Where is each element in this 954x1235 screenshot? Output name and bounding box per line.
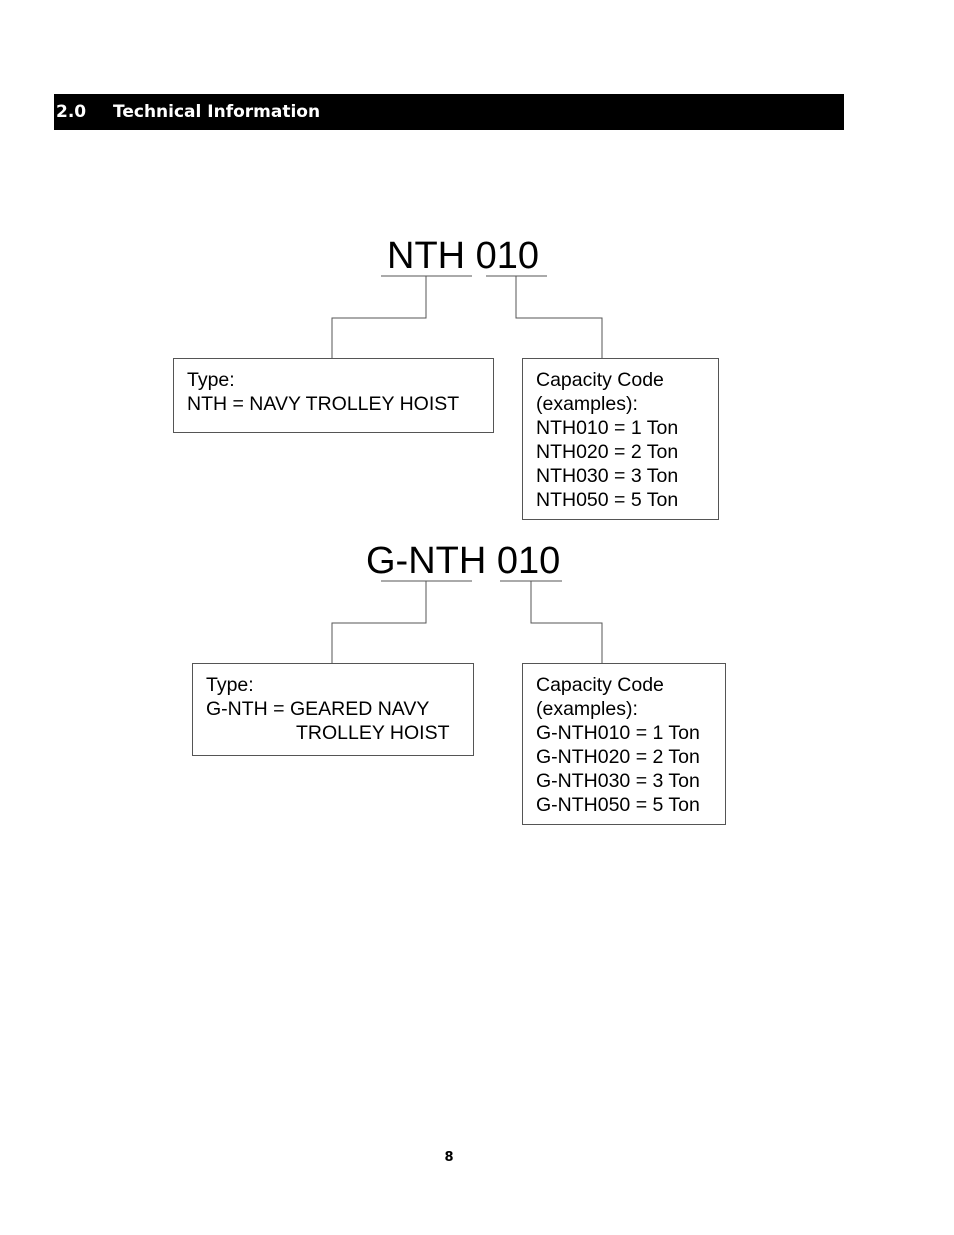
capacity-example: G-NTH020 = 2 Ton xyxy=(536,746,700,768)
capacity-box-nth: Capacity Code (examples): NTH010 = 1 Ton… xyxy=(522,358,719,520)
capacity-example: NTH020 = 2 Ton xyxy=(536,441,679,463)
capacity-example: NTH050 = 5 Ton xyxy=(536,489,679,511)
nth-capacity-connector xyxy=(515,276,603,358)
capacity-example: G-NTH050 = 5 Ton xyxy=(536,794,700,816)
type-heading: Type: xyxy=(187,369,235,391)
nth-type-connector xyxy=(331,276,427,358)
type-description-continued: TROLLEY HOIST xyxy=(296,722,450,744)
capacity-heading: Capacity Code xyxy=(536,674,664,696)
model-code-gnth: G-NTH 010 xyxy=(366,540,561,582)
section-number: 2.0 xyxy=(56,102,87,122)
capacity-example: NTH030 = 3 Ton xyxy=(536,465,679,487)
section-title: Technical Information xyxy=(113,102,321,122)
type-description: G-NTH = GEARED NAVY xyxy=(206,698,430,720)
capacity-heading: Capacity Code xyxy=(536,369,664,391)
capacity-example: G-NTH030 = 3 Ton xyxy=(536,770,700,792)
capacity-box-gnth: Capacity Code (examples): G-NTH010 = 1 T… xyxy=(522,663,726,825)
type-box-gnth: Type: G-NTH = GEARED NAVY TROLLEY HOIST xyxy=(192,663,474,756)
capacity-example: G-NTH010 = 1 Ton xyxy=(536,722,700,744)
type-box-nth: Type: NTH = NAVY TROLLEY HOIST xyxy=(173,358,494,433)
page-number: 8 xyxy=(444,1150,454,1165)
capacity-subheading: (examples): xyxy=(536,698,638,720)
capacity-subheading: (examples): xyxy=(536,393,638,415)
type-heading: Type: xyxy=(206,674,254,696)
section-header-bar: 2.0 Technical Information xyxy=(54,94,844,130)
model-code-nth: NTH 010 xyxy=(387,235,540,277)
gnth-type-connector xyxy=(331,581,427,663)
gnth-capacity-connector xyxy=(530,581,603,663)
type-description: NTH = NAVY TROLLEY HOIST xyxy=(187,393,460,415)
capacity-example: NTH010 = 1 Ton xyxy=(536,417,679,439)
